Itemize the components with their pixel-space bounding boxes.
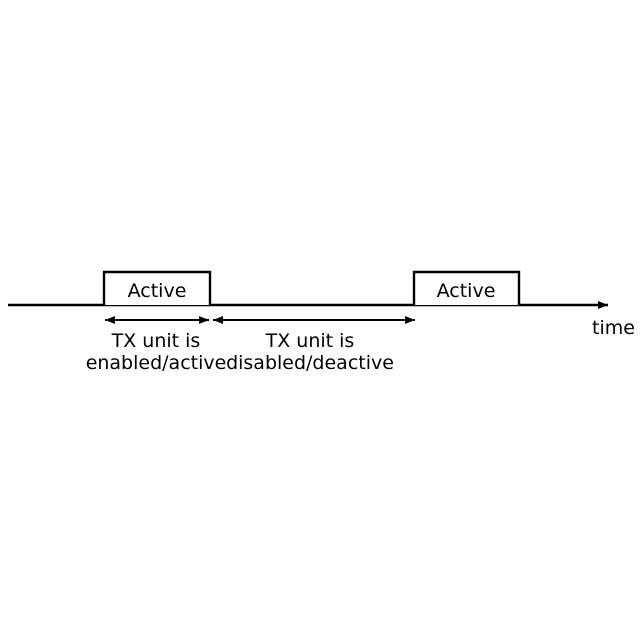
pulse-box-1-label: Active xyxy=(128,280,187,302)
pulse-box-2-outline xyxy=(412,270,521,305)
pulse-box-2-label: Active xyxy=(437,280,496,302)
disabled-span-caption-line2: disabled/deactive xyxy=(226,352,394,374)
disabled-span-caption-line1: TX unit is xyxy=(265,330,355,352)
enabled-span-caption: TX unit is enabled/active xyxy=(86,330,227,374)
pulse-box-1: Active xyxy=(102,270,212,305)
enabled-span-caption-line2: enabled/active xyxy=(86,352,227,374)
time-axis-label: time xyxy=(592,317,635,339)
pulse-box-2: Active xyxy=(412,270,521,305)
enabled-span-caption-line1: TX unit is xyxy=(111,330,201,352)
pulse-box-1-outline xyxy=(102,270,212,305)
disabled-span-caption: TX unit is disabled/deactive xyxy=(226,330,394,374)
